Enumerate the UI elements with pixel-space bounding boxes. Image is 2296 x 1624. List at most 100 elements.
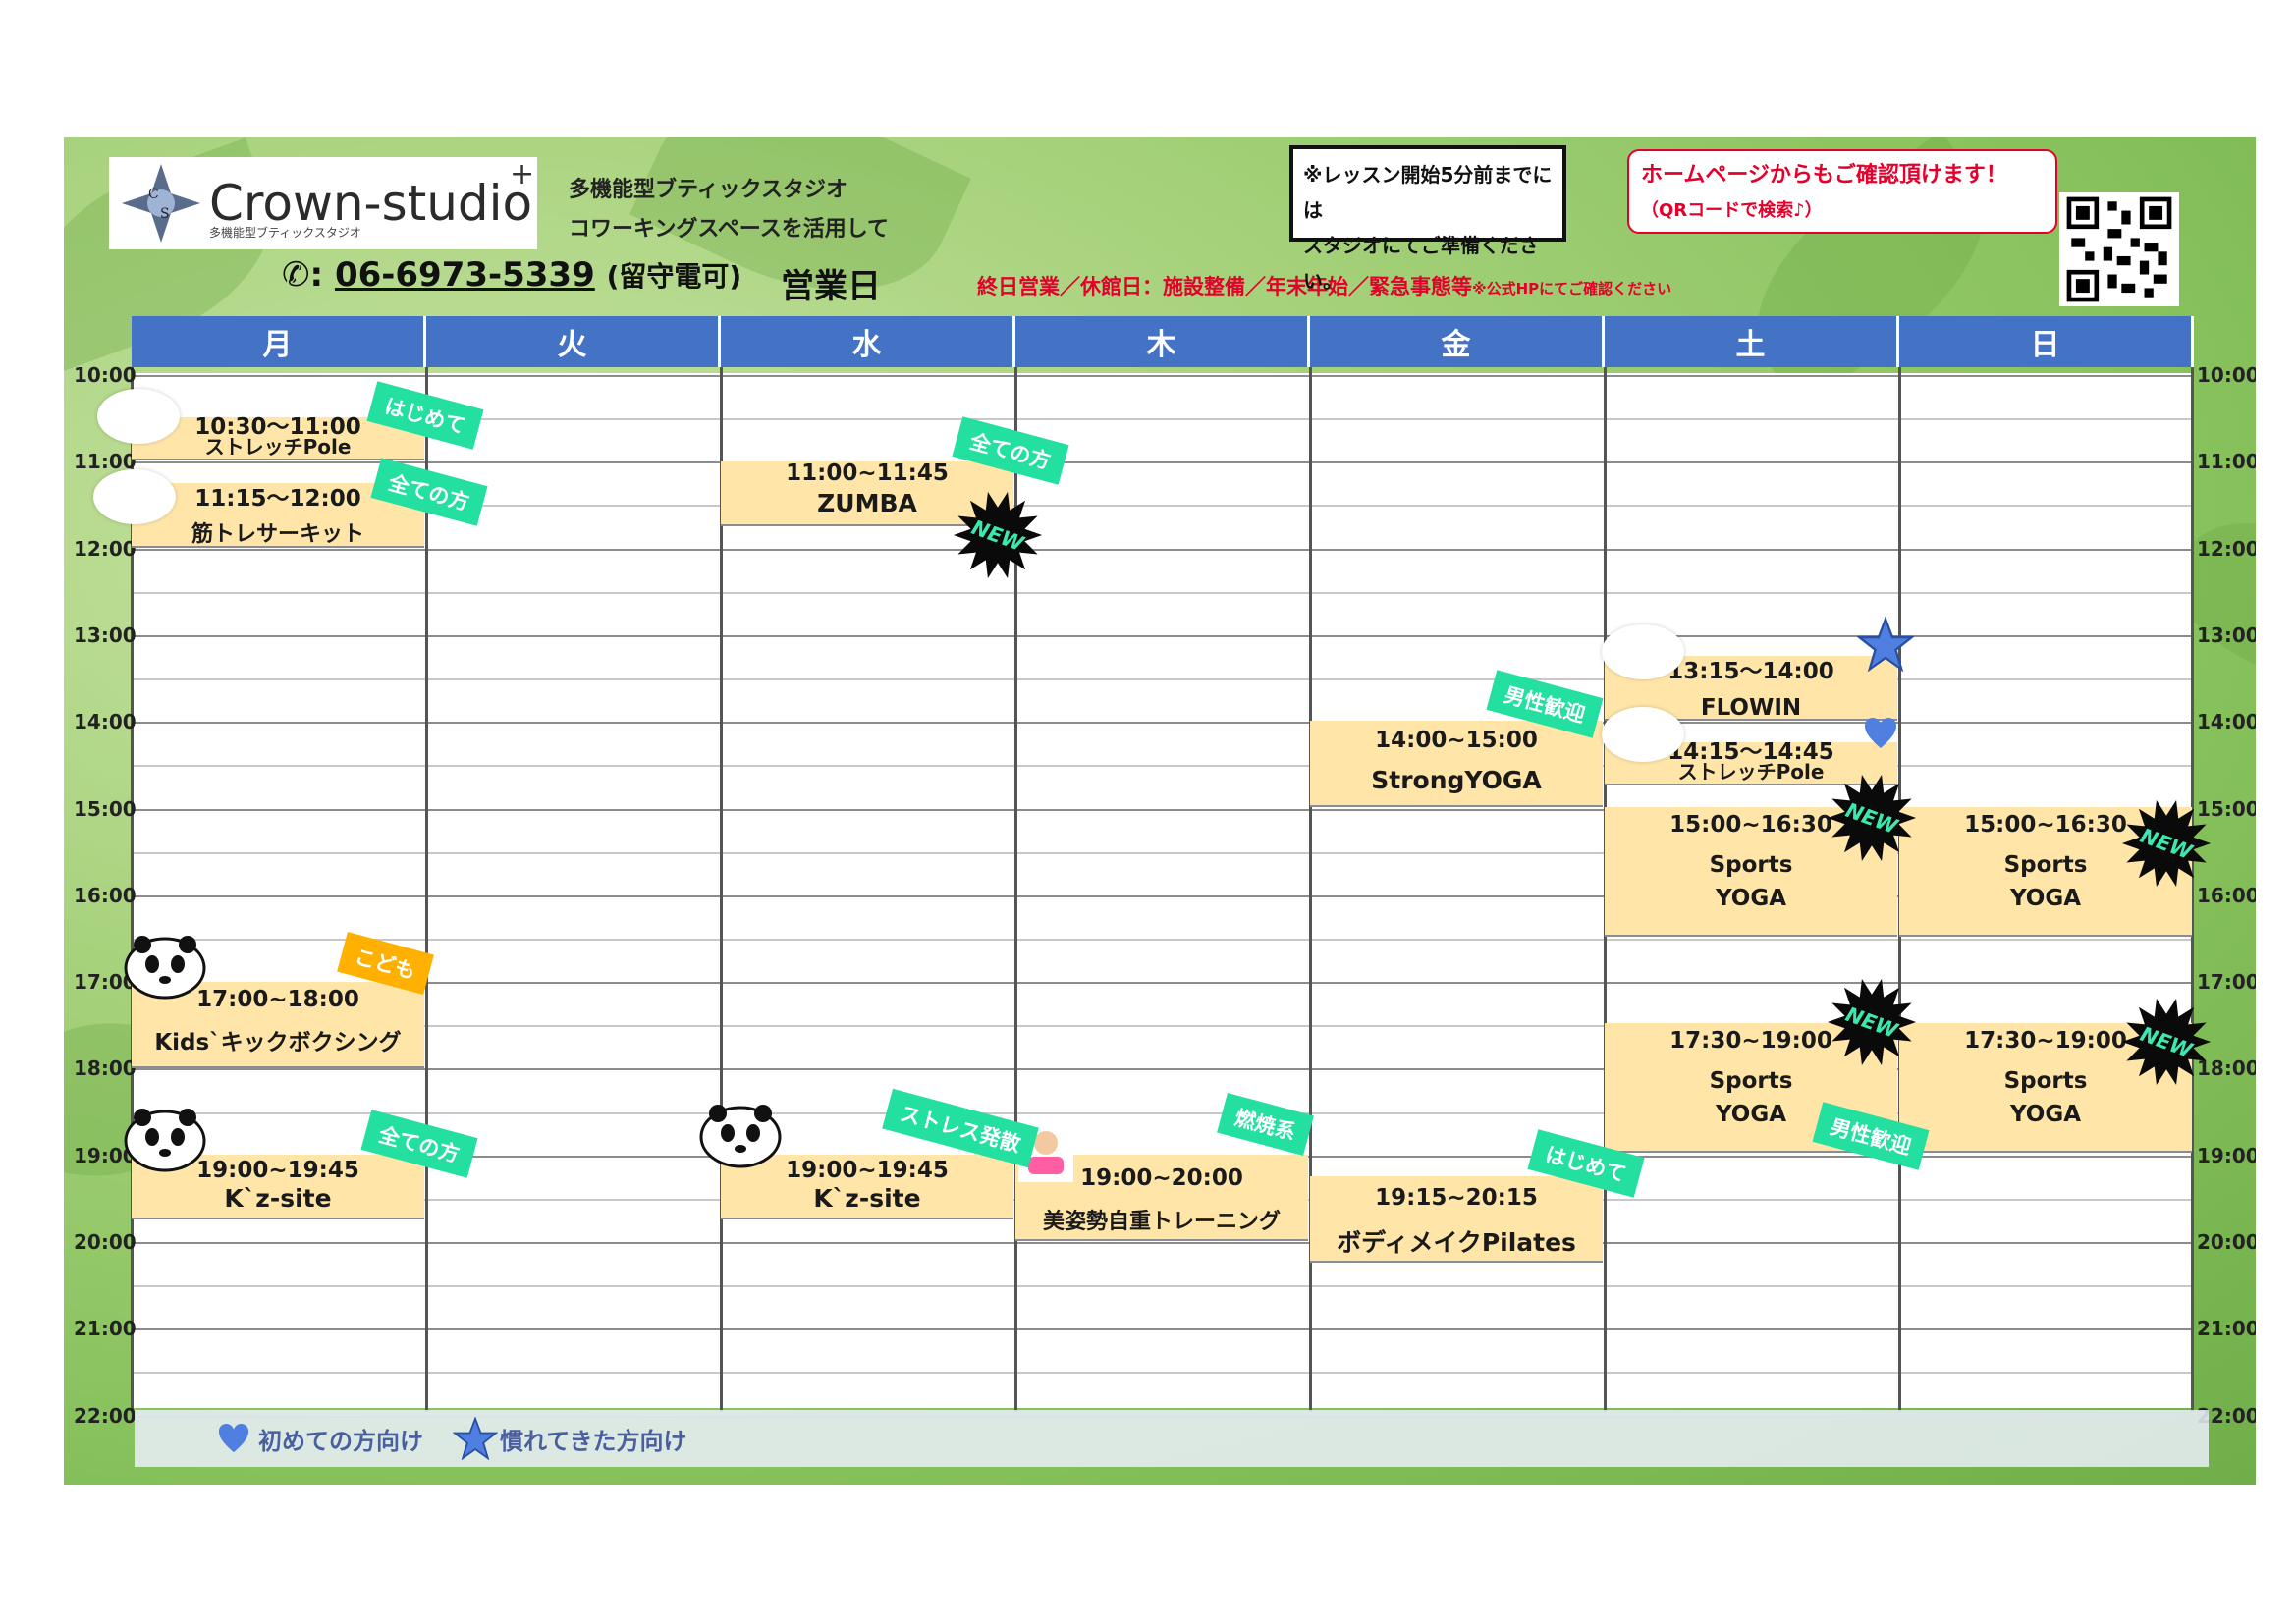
crown-logo-icon: C S [122, 164, 200, 243]
time-label-right: 17:00 [2197, 970, 2256, 994]
closure-text: 終日営業／休館日：施設整備／年末年始／緊急事態等 [977, 275, 1472, 298]
event-name: Sports [2003, 852, 2088, 878]
qr-code-icon[interactable] [2059, 192, 2179, 306]
time-label-right: 19:00 [2197, 1144, 2256, 1167]
new-burst-icon: NEW [2121, 999, 2212, 1085]
homepage-callout: ホームページからもご確認頂けます！ （QRコードで検索♪） [1627, 149, 2057, 234]
grid-line [132, 549, 2194, 551]
grid-line [132, 895, 2194, 897]
day-header: 火 [426, 316, 721, 367]
hours-label: 営業日 [781, 267, 881, 306]
event-pilates-fri[interactable]: 19:15~20:15 ボディメイクPilates [1310, 1176, 1603, 1263]
time-label-left: 15:00 [74, 797, 137, 821]
grid-line [132, 1025, 2194, 1027]
grid-line [132, 375, 2194, 377]
event-time: 17:30~19:00 [1964, 1028, 2127, 1054]
event-name: Kids`キックボクシング [154, 1030, 402, 1056]
new-burst-icon: NEW [953, 492, 1043, 578]
event-name: 美姿勢自重トレーニング [1042, 1210, 1281, 1234]
grid-line [132, 461, 2194, 463]
time-label-left: 14:00 [74, 710, 137, 733]
grid-line [132, 852, 2194, 854]
grid-line [132, 1328, 2194, 1330]
star-icon [1857, 617, 1914, 672]
time-label-right: 16:00 [2197, 884, 2256, 907]
grid-line [132, 722, 2194, 724]
phone-line: ✆: 06-6973-5339 (留守電可) [282, 255, 741, 295]
new-burst-icon: NEW [1827, 775, 1917, 861]
time-label-right: 10:00 [2197, 363, 2256, 387]
event-kz-site-mon[interactable]: 19:00~19:45 K`z-site [132, 1155, 424, 1219]
legend-beginner: 初めての方向け [258, 1427, 423, 1455]
event-time: 17:30~19:00 [1669, 1028, 1832, 1054]
heart-icon [1865, 718, 1896, 748]
panda-mascot-icon [699, 1105, 782, 1168]
event-name: Sports [1709, 1068, 1793, 1094]
tagline-line-2: コワーキングスペースを活用して [569, 217, 890, 242]
logo-plus: + [510, 157, 535, 191]
event-name: ZUMBA [817, 489, 917, 517]
notice-line-1: ※レッスン開始5分前までには [1303, 163, 1553, 222]
time-label-right: 21:00 [2197, 1317, 2256, 1340]
grid-line [132, 592, 2194, 594]
event-time: 19:00~19:45 [196, 1158, 359, 1183]
time-label-right: 13:00 [2197, 623, 2256, 647]
event-time: 17:00~18:00 [196, 987, 359, 1012]
event-time: 14:15〜14:45 [1667, 739, 1834, 765]
crown-logo-badge [1602, 707, 1684, 762]
time-label-left: 10:00 [74, 363, 137, 387]
event-sports-yoga-sat-1[interactable]: 15:00~16:30 Sports YOGA [1605, 807, 1897, 937]
event-time: 11:15〜12:00 [194, 486, 361, 512]
heart-icon [218, 1423, 249, 1453]
event-time: 19:15~20:15 [1375, 1185, 1538, 1211]
grid-line [132, 1242, 2194, 1244]
new-burst-icon: NEW [2121, 800, 2212, 887]
day-header: 水 [721, 316, 1015, 367]
grid-line [132, 505, 2194, 507]
event-time: 10:30〜11:00 [194, 414, 361, 440]
event-time: 15:00~16:30 [1669, 812, 1832, 838]
closure-small: ※公式HPにてご確認ください [1472, 280, 1672, 298]
event-name-2: YOGA [2009, 1102, 2082, 1127]
crown-studio-logo: C S Crown-studio + 多機能型ブティックスタジオ [109, 157, 537, 249]
event-stretch-pole-mon[interactable]: 10:30〜11:00 ストレッチPole [132, 414, 424, 460]
column-divider [425, 367, 428, 1412]
grid-line [132, 939, 2194, 941]
phone-number[interactable]: 06-6973-5339 [334, 255, 595, 295]
event-name: FLOWIN [1700, 695, 1802, 721]
time-label-left: 20:00 [74, 1230, 137, 1254]
event-zumba-wed[interactable]: 11:00~11:45 ZUMBA [721, 461, 1013, 526]
time-label-right: 18:00 [2197, 1056, 2256, 1080]
event-name-2: YOGA [2009, 886, 2082, 911]
time-label-left: 21:00 [74, 1317, 137, 1340]
logo-text: Crown-studio [209, 175, 533, 232]
event-name: K`z-site [224, 1184, 332, 1213]
time-label-right: 20:00 [2197, 1230, 2256, 1254]
closure-notice: 終日営業／休館日：施設整備／年末年始／緊急事態等※公式HPにてご確認ください [977, 271, 1671, 300]
column-divider [1014, 367, 1017, 1412]
event-name: StrongYOGA [1371, 766, 1542, 794]
grid-line [132, 1112, 2194, 1114]
grid-line [132, 635, 2194, 637]
lesson-notice: ※レッスン開始5分前までには スタジオにてご準備ください。 [1289, 145, 1566, 293]
event-kz-site-wed[interactable]: 19:00~19:45 K`z-site [721, 1155, 1013, 1219]
column-divider [1309, 367, 1312, 1412]
grid-line [132, 418, 2194, 420]
panda-mascot-icon [124, 1109, 206, 1172]
callout-line-1: ホームページからもご確認頂けます！ [1641, 163, 2007, 188]
time-label-left: 18:00 [74, 1056, 137, 1080]
crown-logo-badge [1602, 624, 1684, 679]
event-time: 13:15〜14:00 [1667, 659, 1834, 684]
event-strongyoga-fri[interactable]: 14:00~15:00 StrongYOGA [1310, 721, 1603, 807]
time-label-left: 22:00 [74, 1404, 137, 1428]
event-name: ストレッチPole [204, 435, 352, 459]
event-stretch-pole-sat[interactable]: 14:15〜14:45 ストレッチPole [1605, 739, 1897, 785]
new-burst-icon: NEW [1827, 979, 1917, 1065]
tagline-line-1: 多機能型ブティックスタジオ [569, 178, 848, 202]
svg-text:C: C [148, 187, 159, 202]
crown-logo-badge [97, 389, 180, 444]
event-name: K`z-site [813, 1184, 921, 1213]
crown-logo-badge [93, 469, 176, 524]
star-icon [453, 1417, 498, 1460]
grid-line [132, 809, 2194, 811]
